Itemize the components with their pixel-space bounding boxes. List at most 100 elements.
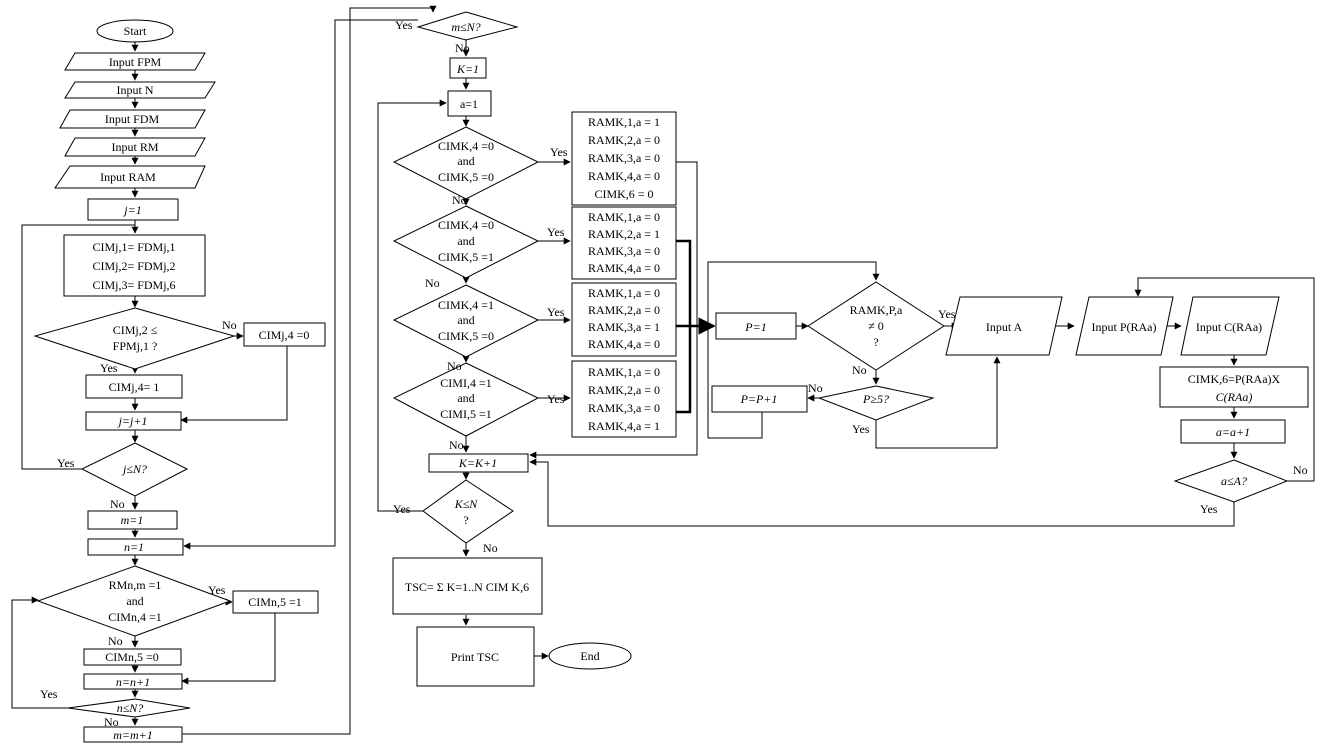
edge-label-no: No: [447, 359, 462, 373]
p-ge5-label: P≥5?: [862, 392, 889, 406]
input-a-label: Input A: [986, 320, 1023, 334]
case-1-line-2: and: [457, 154, 474, 168]
input-n: Input N: [64, 81, 216, 99]
ram-block-3-line-1: RAMK,1,a = 0: [588, 286, 660, 300]
ram-ne0-line-2: ≠ 0: [868, 319, 884, 333]
end-terminal: End: [548, 642, 632, 670]
edge-label-no: No: [808, 381, 823, 395]
edge-label-yes: Yes: [550, 145, 568, 159]
decision-cim-case-4: CIMI,4 =1 and CIMI,5 =1: [392, 362, 540, 437]
ram-ne0-line-3: ?: [873, 335, 878, 349]
cim-fpm-line-1: CIMj,2 ≤: [113, 323, 158, 337]
m-init-label: m=1: [121, 513, 144, 527]
tsc-label: TSC= Σ K=1..N CIM K,6: [405, 580, 529, 594]
ram-merge-connector: [676, 239, 716, 414]
process-k-inc: K=K+1: [428, 453, 529, 473]
input-n-label: Input N: [117, 83, 154, 97]
process-tsc: TSC= Σ K=1..N CIM K,6: [392, 557, 543, 615]
case-4-line-2: and: [457, 391, 474, 405]
process-cim-j4-one: CIMj,4= 1: [85, 374, 183, 399]
print-tsc-label: Print TSC: [451, 650, 499, 664]
decision-p-ge5: P≥5?: [817, 385, 935, 421]
decision-k-le-n: K≤N ?: [422, 479, 514, 544]
k-le-n-line-1: K≤N: [454, 497, 479, 511]
ram-block-1-line-4: RAMK,4,a = 0: [588, 169, 660, 183]
case-1-line-1: CIMK,4 =0: [438, 139, 494, 153]
ram-block-1-line-2: RAMK,2,a = 0: [588, 133, 660, 147]
edge-label-no: No: [452, 193, 467, 207]
process-cim-j4-zero: CIMj,4 =0: [243, 322, 326, 347]
decision-cim-case-1: CIMK,4 =0 and CIMK,5 =0: [392, 126, 540, 200]
decision-m-le-n: m≤N?: [416, 11, 519, 41]
edge-label-yes: Yes: [395, 18, 413, 32]
edge-label-no: No: [222, 318, 237, 332]
edge-label-yes: Yes: [1200, 502, 1218, 516]
ram-block-3-line-3: RAMK,3,a = 1: [588, 320, 660, 334]
input-fpm: Input FPM: [64, 52, 206, 71]
case-3-line-2: and: [457, 313, 474, 327]
p-inc-label: P=P+1: [740, 392, 778, 406]
edge-label-yes: Yes: [57, 456, 75, 470]
j-init-label: j=1: [122, 203, 141, 217]
process-k-init: K=1: [449, 57, 487, 79]
decision-ram-ne0: RAMK,P,a ≠ 0 ?: [807, 281, 945, 371]
process-cim-k6: CIMK,6=P(RAa)X C(RAa): [1159, 366, 1309, 408]
cim-j4-one-label: CIMj,4= 1: [109, 380, 160, 394]
decision-cim-case-3: CIMK,4 =1 and CIMK,5 =0: [392, 284, 540, 358]
process-print-tsc: Print TSC: [416, 626, 535, 687]
process-j-init: j=1: [87, 198, 179, 221]
a-inc-label: a=a+1: [1216, 425, 1250, 439]
input-c-ra: Input C(RAa): [1180, 296, 1280, 356]
edge-label-yes: Yes: [852, 422, 870, 436]
k-init-label: K=1: [456, 62, 479, 76]
edge-label-yes: Yes: [547, 305, 565, 319]
input-rm-label: Input RM: [111, 140, 158, 154]
cim-n5-one-label: CIMn,5 =1: [248, 595, 301, 609]
ram-block-1: RAMK,1,a = 1 RAMK,2,a = 0 RAMK,3,a = 0 R…: [571, 111, 677, 206]
process-a-inc: a=a+1: [1180, 419, 1286, 444]
m-le-n-label: m≤N?: [451, 20, 480, 34]
k-le-n-line-2: ?: [463, 513, 468, 527]
edge-label-no: No: [1293, 463, 1308, 477]
ram-block-3: RAMK,1,a = 0 RAMK,2,a = 0 RAMK,3,a = 1 R…: [571, 282, 677, 357]
start-label: Start: [124, 24, 147, 38]
process-cim-assign: CIMj,1= FDMj,1 CIMj,2= FDMj,2 CIMj,3= FD…: [63, 234, 206, 297]
process-n-inc: n=n+1: [83, 673, 183, 690]
rm-cim-line-3: CIMn,4 =1: [108, 610, 161, 624]
process-p-inc: P=P+1: [711, 385, 808, 413]
ram-ne0-line-1: RAMK,P,a: [850, 303, 903, 317]
case-2-line-1: CIMK,4 =0: [438, 218, 494, 232]
cim-n5-zero-label: CIMn,5 =0: [105, 650, 158, 664]
ram-block-4: RAMK,1,a = 0 RAMK,2,a = 0 RAMK,3,a = 0 R…: [571, 360, 677, 438]
cim-k6-line-1: CIMK,6=P(RAa)X: [1188, 372, 1281, 386]
decision-a-le-a: a≤A?: [1173, 459, 1289, 503]
edge-label-no: No: [483, 541, 498, 555]
ram-block-2-line-3: RAMK,3,a = 0: [588, 244, 660, 258]
p-init-label: P=1: [744, 320, 766, 334]
n-inc-label: n=n+1: [116, 675, 150, 689]
edge-label-no: No: [852, 363, 867, 377]
edge-label-yes: Yes: [547, 225, 565, 239]
cim-fpm-line-2: FPMj,1 ?: [113, 339, 158, 353]
ram-block-4-line-3: RAMK,3,a = 0: [588, 401, 660, 415]
case-4-line-3: CIMI,5 =1: [440, 407, 491, 421]
cim-assign-line-2: CIMj,2= FDMj,2: [92, 259, 175, 273]
input-ram: Input RAM: [54, 165, 206, 189]
process-p-init: P=1: [715, 312, 797, 340]
decision-cim-fpm: CIMj,2 ≤ FPMj,1 ?: [33, 307, 236, 370]
k-inc-label: K=K+1: [458, 456, 497, 470]
end-label: End: [580, 649, 599, 663]
decision-rm-cim: RMn,m =1 and CIMn,4 =1: [36, 565, 232, 637]
decision-cim-case-2: CIMK,4 =0 and CIMK,5 =1: [392, 205, 540, 279]
m-inc-label: m=m+1: [113, 728, 153, 742]
input-ram-label: Input RAM: [100, 170, 156, 184]
input-fdm: Input FDM: [59, 109, 206, 129]
cim-k6-line-2: C(RAa): [1216, 390, 1253, 404]
edge-label-yes: Yes: [100, 361, 118, 375]
cim-j4-zero-label: CIMj,4 =0: [259, 328, 310, 342]
process-m-inc: m=m+1: [83, 726, 183, 743]
edge-label-no: No: [110, 497, 125, 511]
rm-cim-line-2: and: [126, 594, 143, 608]
edge-label-yes: Yes: [40, 687, 58, 701]
